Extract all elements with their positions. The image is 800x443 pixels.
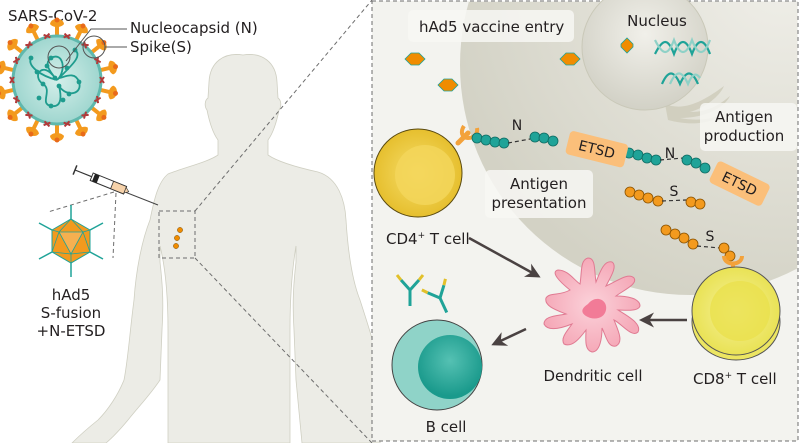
cd8-t-cell-label: CD8+ T cell [693, 370, 777, 388]
membrane-proteins [9, 32, 105, 128]
amino-acid-bead [690, 157, 702, 169]
spike-label: Spike(S) [130, 38, 192, 56]
amino-acid-bead [632, 149, 644, 161]
antibody-icon [395, 274, 425, 306]
vaccine-label-line2: S-fusion [41, 304, 101, 322]
nucleocapsid-label: Nucleocapsid (N) [130, 19, 258, 37]
antigen-presentation-line1: Antigen [510, 175, 568, 193]
vector-particle-icon [437, 78, 459, 92]
antigen-peptides [471, 131, 736, 262]
arrow-cd4-to-dendritic [468, 236, 541, 278]
sars-cov-2-virus-icon [0, 17, 118, 143]
vaccine-label-line1: hAd5 [52, 286, 91, 304]
dna-icon [654, 36, 712, 58]
mrna-icon [660, 72, 701, 87]
amino-acid-bead [538, 132, 550, 144]
dendritic-cell-label: Dendritic cell [543, 367, 642, 385]
amino-acid-bead [642, 192, 654, 204]
hAd5-vector-icon [38, 205, 104, 277]
vector-in-nucleus-icon [620, 37, 634, 54]
amino-acid-bead [633, 189, 645, 201]
amino-acid-bead [471, 132, 483, 144]
antigen-production-line2: production [704, 127, 785, 145]
s-label-produced: S [670, 184, 679, 200]
vector-particle-icon [559, 52, 581, 66]
amino-acid-bead [498, 137, 510, 149]
vaccine-label-line3: +N-ETSD [37, 322, 106, 340]
cd4-t-cell-label: CD4+ T cell [386, 230, 470, 248]
virus-label-leaders [65, 28, 127, 62]
amino-acid-bead [685, 196, 697, 208]
amino-acid-bead [681, 154, 693, 166]
amino-acid-bead [547, 135, 559, 147]
cd4-t-cell [373, 124, 480, 218]
nucleus-label: Nucleus [627, 12, 687, 30]
b-cell [391, 319, 483, 411]
antigen-presentation-line2: presentation [492, 194, 587, 212]
n-label-produced: N [665, 146, 675, 162]
vector-particle-icon [404, 52, 426, 66]
amino-acid-bead [480, 134, 492, 146]
endoplasmic-reticulum [665, 86, 730, 124]
amino-acid-bead [652, 195, 664, 207]
antigen-presentation-box [485, 170, 593, 218]
amino-acid-bead [699, 162, 711, 174]
arrow-dendritic-to-b-cell [491, 327, 527, 346]
amino-acid-bead [678, 232, 690, 244]
amino-acid-bead [641, 152, 653, 164]
amino-acid-bead [624, 186, 636, 198]
human-body-silhouette [71, 54, 385, 443]
syringe-icon [47, 165, 159, 259]
antibody-icon [421, 278, 449, 314]
n-label-presented: N [512, 118, 522, 134]
b-cell-label: B cell [426, 418, 467, 436]
amino-acid-bead [529, 131, 541, 143]
amino-acid-bead [718, 242, 730, 254]
s-label-presented: S [706, 229, 715, 245]
amino-acid-bead [489, 136, 501, 148]
cd8-t-cell [691, 255, 781, 361]
antigen-production-line1: Antigen [715, 108, 773, 126]
amino-acid-bead [650, 154, 662, 166]
entry-label: hAd5 vaccine entry [419, 18, 564, 36]
entry-label-box [408, 10, 574, 42]
arrows [468, 236, 687, 346]
vector-particles [404, 52, 581, 92]
dendritic-cell [543, 257, 641, 353]
amino-acid-bead [694, 198, 706, 210]
injection-site [158, 0, 373, 443]
virus-title: SARS-CoV-2 [8, 7, 97, 25]
amino-acid-bead [687, 238, 699, 250]
amino-acid-bead [660, 224, 672, 236]
amino-acid-bead [669, 228, 681, 240]
antigen-production-box [700, 103, 797, 151]
